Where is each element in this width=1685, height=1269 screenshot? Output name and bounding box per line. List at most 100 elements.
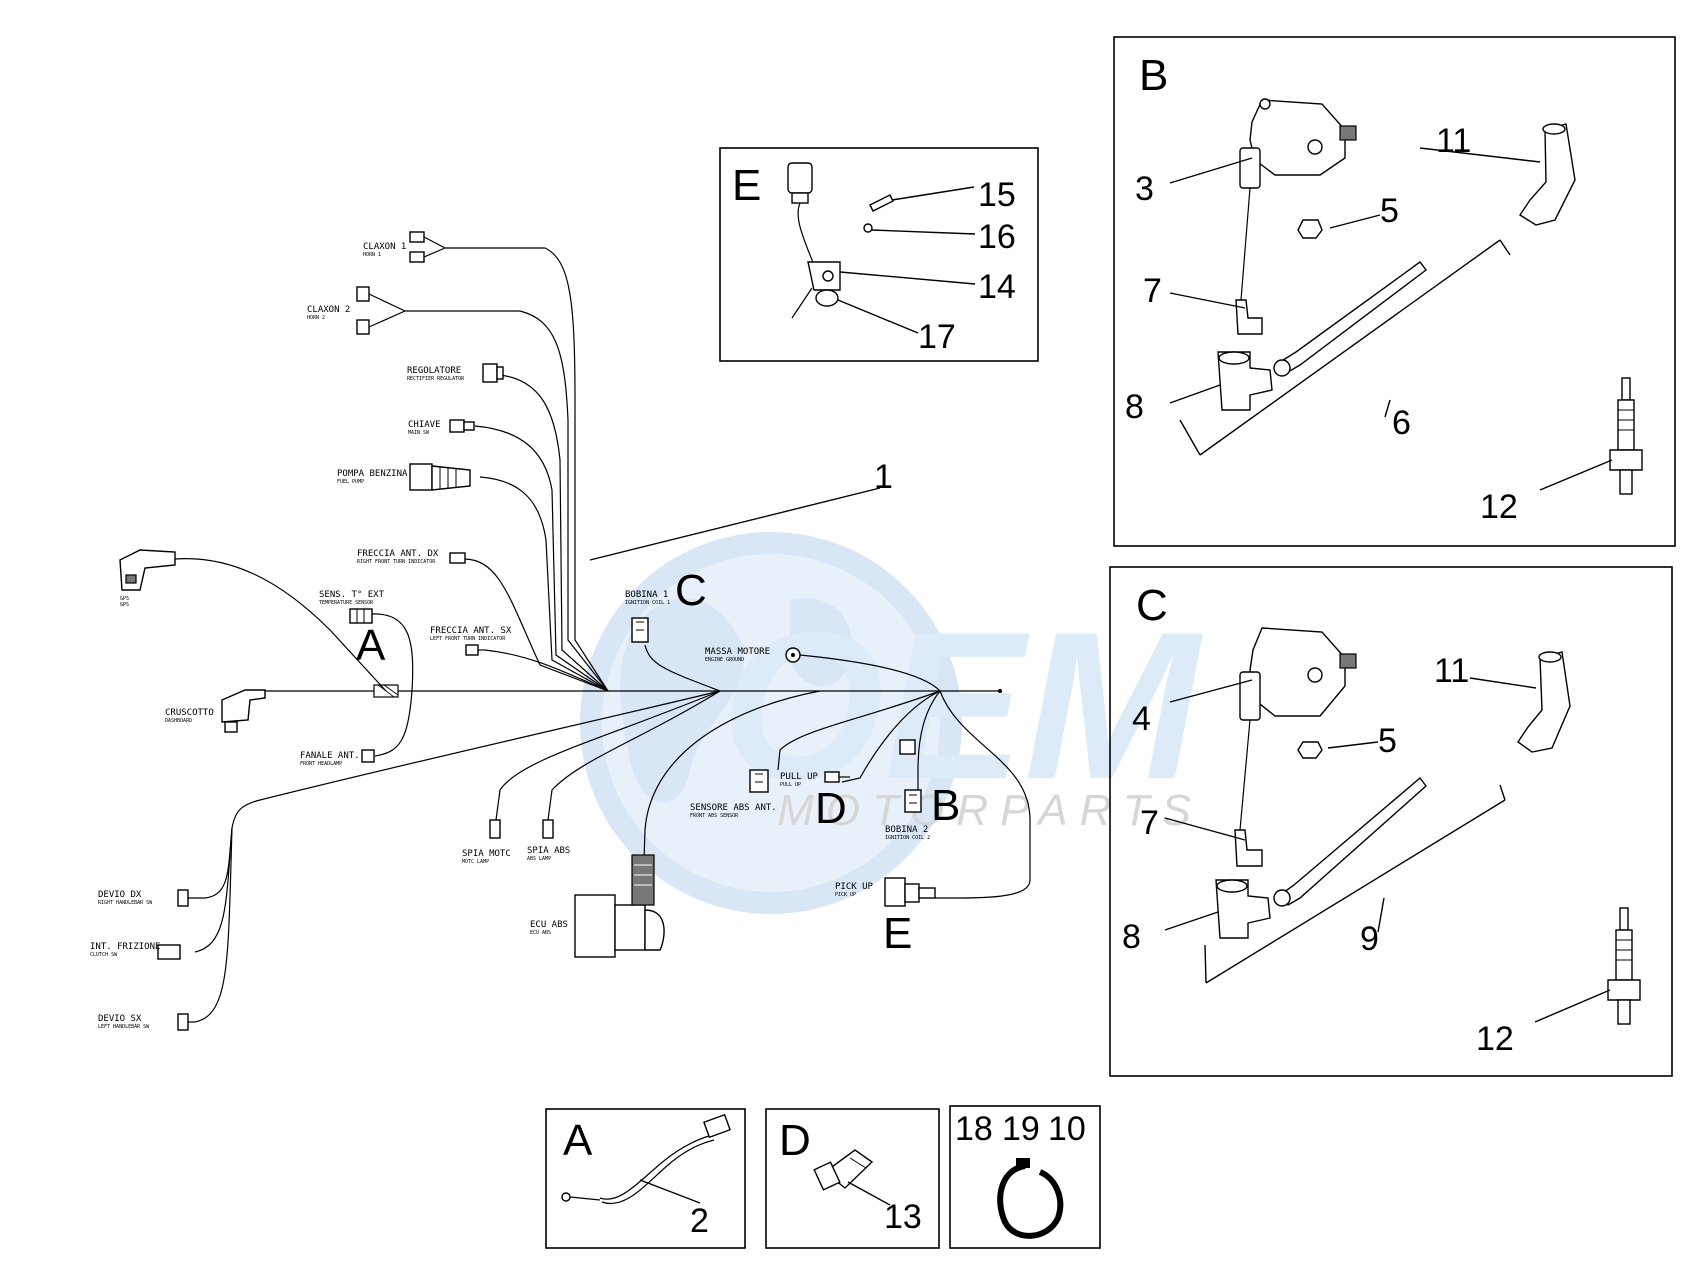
panel-c-callout-7: 7 (1140, 804, 1159, 842)
label-bobina2: BOBINA 2 (885, 825, 928, 835)
panel-e-callout-14: 14 (978, 268, 1016, 306)
label-bobina2-sub: IGNITION COIL 2 (885, 835, 930, 841)
label-sens-temp: SENS. T° EXT (319, 590, 385, 600)
panel-e-title: E (732, 161, 761, 210)
panel-b: B 3 11 5 (1113, 36, 1676, 547)
cable-tie (997, 1163, 1064, 1239)
label-pull-up-sub: PULL UP (780, 782, 801, 788)
label-freccia-sx: FRECCIA ANT. SX (430, 626, 512, 636)
label-bobina1: BOBINA 1 (625, 590, 668, 600)
label-pompa: POMPA BENZINA (337, 469, 408, 479)
label-pompa-sub: FUEL PUMP (337, 479, 364, 485)
panel-a-callout-2: 2 (690, 1202, 709, 1240)
panel-e-callout-16: 16 (978, 218, 1016, 256)
connector-claxon1: CLAXON 1 HORN 1 (363, 231, 446, 263)
connector-pompa-benzina: POMPA BENZINA FUEL PUMP (337, 463, 471, 491)
panel-c-title: C (1136, 581, 1168, 630)
label-massa-sub: ENGINE GROUND (705, 657, 744, 663)
label-gps: GPS (120, 596, 129, 602)
panel-e-callout-17: 17 (918, 318, 956, 356)
connector-fanale: FANALE ANT. FRONT HEADLAMP (300, 749, 375, 767)
misc-callout-10: 10 (1048, 1110, 1086, 1148)
label-pull-up: PULL UP (780, 772, 819, 782)
panel-d: D 13 (765, 1108, 940, 1249)
label-sensore-abs-sub: FRONT ABS SENSOR (690, 813, 739, 819)
label-devio-dx-sub: RIGHT HANDLEBAR SW (98, 900, 153, 906)
panel-e: E 15 16 14 17 (719, 147, 1039, 362)
label-cruscotto: CRUSCOTTO (165, 708, 214, 718)
harness-label-c: C (675, 566, 707, 615)
panel-b-callout-6: 6 (1392, 404, 1411, 442)
label-int-frizione-sub: CLUTCH SW (90, 952, 118, 958)
connector-regolatore: REGOLATORE RECTIFIER REGULATOR (407, 363, 504, 383)
label-pick-up: PICK UP (835, 882, 874, 892)
label-ecu-abs-sub: ECU ABS (530, 930, 551, 936)
label-claxon1: CLAXON 1 (363, 242, 406, 252)
label-freccia-sx-sub: LEFT FRONT TURN INDICATOR (430, 636, 506, 642)
connector-bobina2: BOBINA 2 IGNITION COIL 2 (885, 739, 930, 841)
connector-spia-abs: SPIA ABS ABS LAMP (527, 819, 570, 862)
connector-sensore-abs: SENSORE ABS ANT. FRONT ABS SENSOR (690, 769, 777, 819)
ecu-abs-connector: ECU ABS ECU ABS (530, 854, 665, 958)
label-sens-temp-sub: TEMPERATURE SENSOR (319, 600, 374, 606)
panel-d-title: D (779, 1116, 811, 1165)
harness-label-b: B (931, 781, 960, 830)
label-fanale-sub: FRONT HEADLAMP (300, 761, 342, 767)
label-spia-abs-sub: ABS LAMP (527, 856, 551, 862)
panel-e-callout-15: 15 (978, 176, 1016, 214)
connector-spia-motc: SPIA MOTC MOTC LAMP (462, 819, 511, 865)
panel-b-callout-12: 12 (1480, 488, 1518, 526)
label-freccia-dx-sub: RIGHT FRONT TURN INDICATOR (357, 559, 436, 565)
label-massa: MASSA MOTORE (705, 647, 770, 657)
label-spia-motc: SPIA MOTC (462, 849, 511, 859)
connector-chiave: CHIAVE MAIN SW (408, 419, 475, 436)
label-spia-motc-sub: MOTC LAMP (462, 859, 489, 865)
connector-devio-dx: DEVIO DX RIGHT HANDLEBAR SW (98, 889, 205, 907)
panel-c-callout-11: 11 (1434, 652, 1469, 690)
label-devio-sx: DEVIO SX (98, 1014, 142, 1024)
label-regolatore: REGOLATORE (407, 366, 461, 376)
panel-b-callout-8: 8 (1125, 388, 1144, 426)
callout-1: 1 (874, 458, 893, 496)
panel-c-callout-4: 4 (1132, 700, 1151, 738)
connector-bobina1: BOBINA 1 IGNITION COIL 1 (625, 590, 670, 643)
panel-c-callout-9: 9 (1360, 920, 1379, 958)
panel-misc: 18 19 10 (949, 1105, 1101, 1249)
connector-pick-up: PICK UP PICK UP (835, 877, 936, 907)
label-devio-dx: DEVIO DX (98, 890, 142, 900)
connector-freccia-dx: FRECCIA ANT. DX RIGHT FRONT TURN INDICAT… (357, 549, 466, 565)
connector-pull-up: PULL UP PULL UP (780, 771, 850, 788)
panel-d-callout-13: 13 (884, 1198, 922, 1236)
harness-label-e: E (883, 909, 912, 958)
label-claxon2-sub: HORN 2 (307, 315, 325, 321)
label-pick-up-sub: PICK UP (835, 892, 856, 898)
panel-c-callout-8: 8 (1122, 918, 1141, 956)
label-claxon2: CLAXON 2 (307, 305, 350, 315)
panel-b-callout-7: 7 (1143, 272, 1162, 310)
panel-c: C 4 11 5 (1109, 566, 1673, 1077)
label-spia-abs: SPIA ABS (527, 846, 570, 856)
label-chiave-sub: MAIN SW (408, 430, 430, 436)
label-ecu-abs: ECU ABS (530, 920, 568, 930)
main-harness: 1 (174, 247, 1031, 1023)
label-devio-sx-sub: LEFT HANDLEBAR SW (98, 1024, 150, 1030)
label-freccia-dx: FRECCIA ANT. DX (357, 549, 439, 559)
panel-a-title: A (563, 1116, 593, 1165)
label-claxon1-sub: HORN 1 (363, 252, 381, 258)
panel-c-callout-12: 12 (1476, 1020, 1514, 1058)
misc-callout-19: 19 (1002, 1110, 1040, 1148)
misc-callout-18: 18 (955, 1110, 993, 1148)
connector-freccia-sx: FRECCIA ANT. SX LEFT FRONT TURN INDICATO… (430, 626, 512, 656)
connector-cruscotto: CRUSCOTTO DASHBOARD (165, 689, 266, 733)
panel-c-callout-5: 5 (1378, 722, 1397, 760)
connector-int-frizione: INT. FRIZIONE CLUTCH SW (90, 942, 181, 960)
connector-claxon2: CLAXON 2 HORN 2 (307, 286, 406, 335)
connector-devio-sx: DEVIO SX LEFT HANDLEBAR SW (98, 1013, 195, 1031)
label-gps-sub: GPS (120, 602, 129, 608)
label-bobina1-sub: IGNITION COIL 1 (625, 600, 670, 606)
panel-b-callout-3: 3 (1135, 170, 1154, 208)
panel-b-callout-5: 5 (1380, 192, 1399, 230)
panel-a: A 2 (545, 1108, 746, 1249)
label-cruscotto-sub: DASHBOARD (165, 718, 192, 724)
